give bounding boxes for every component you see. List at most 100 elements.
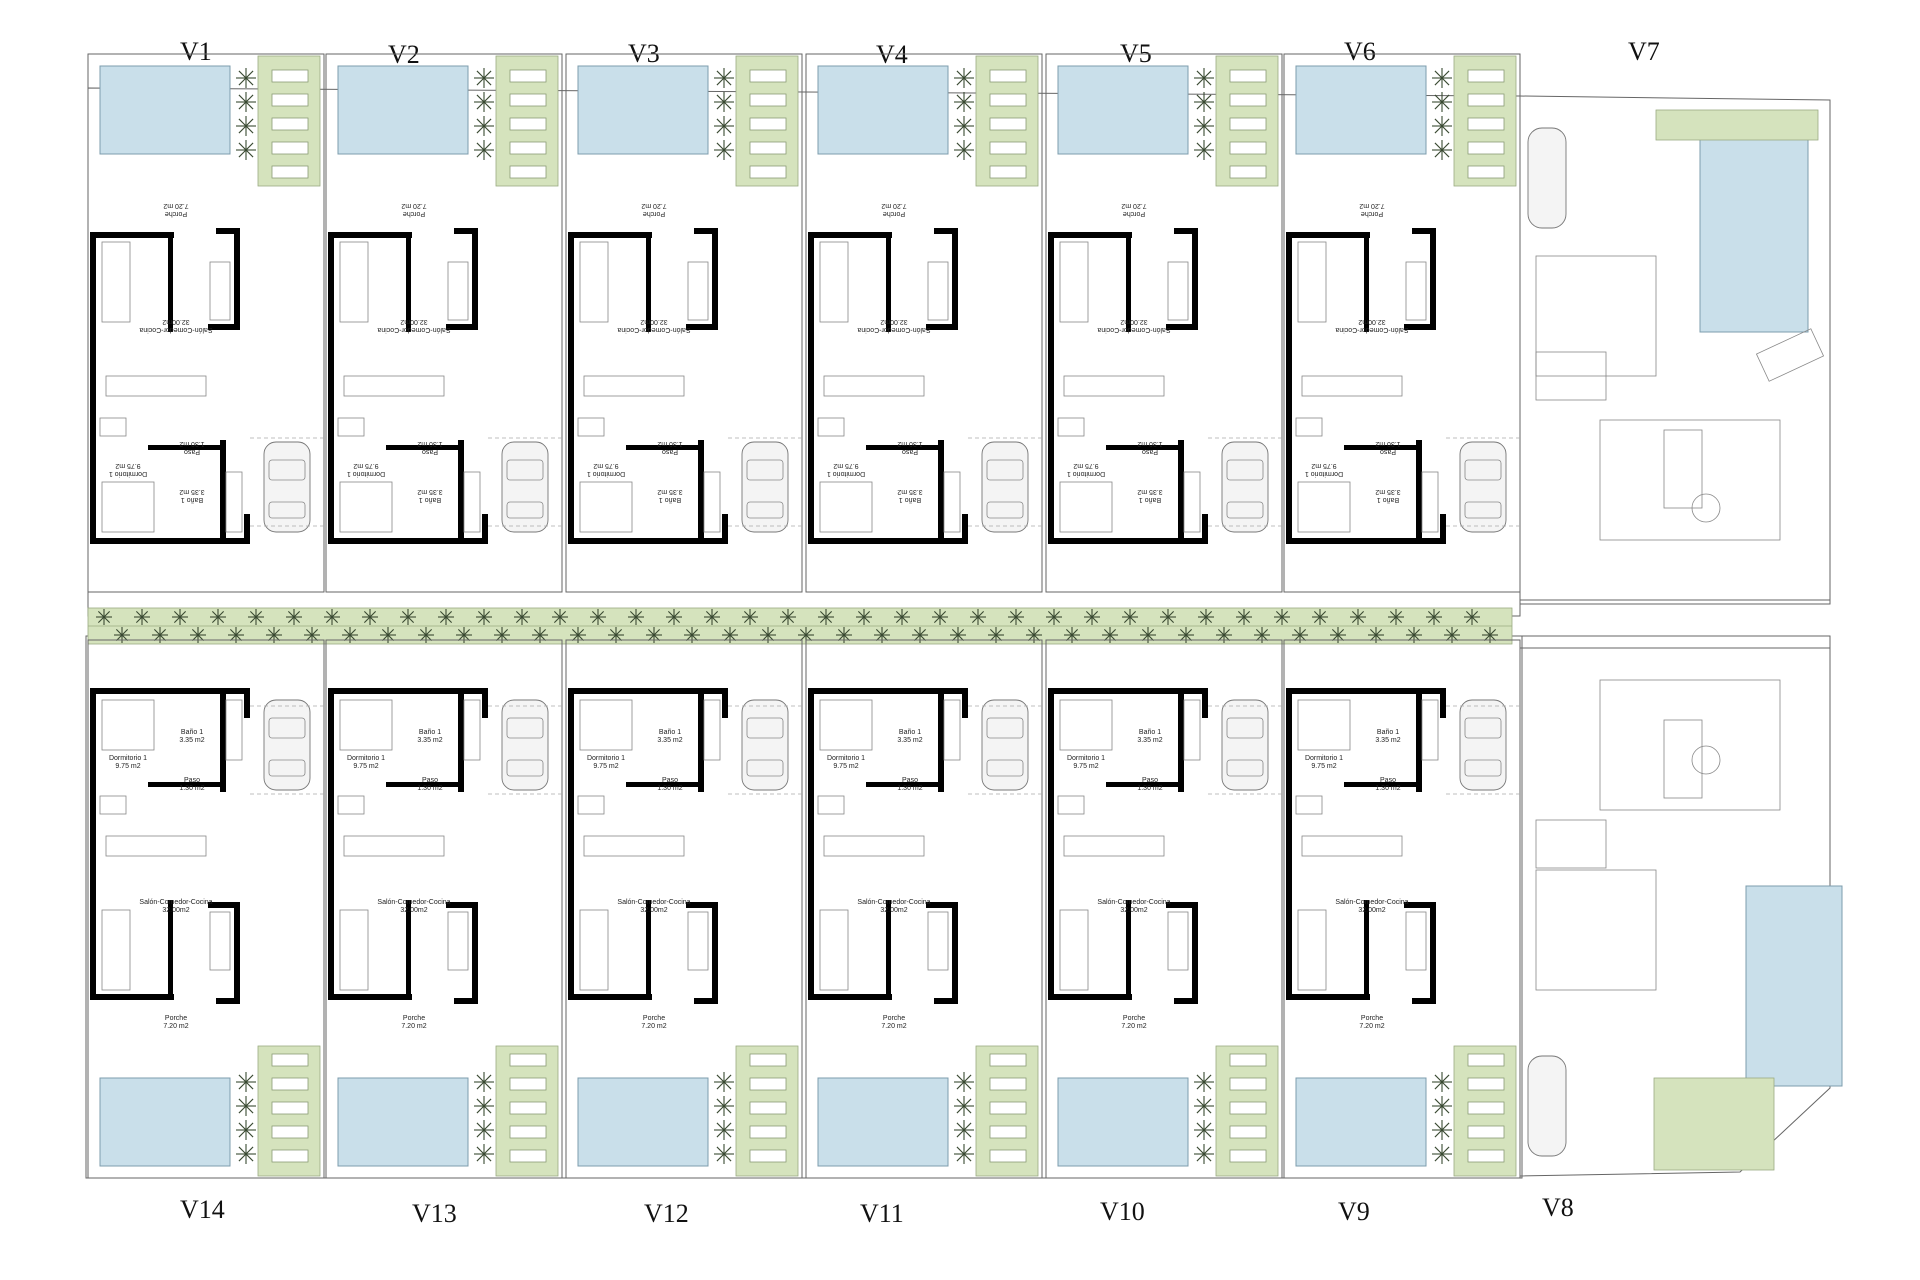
room-label-porche: Porche (883, 1015, 905, 1022)
palm-tree-icon (514, 609, 530, 625)
palm-frond (1441, 118, 1450, 127)
palm-frond (1427, 610, 1435, 618)
room-area-bano: 3.35 m2 (179, 737, 204, 744)
palm-frond (723, 77, 732, 86)
palm-frond (857, 610, 865, 618)
house-wall-stair (482, 514, 488, 544)
car-icon (1527, 127, 1567, 229)
hob-icon (99, 795, 127, 815)
wall-south-east (934, 228, 958, 234)
palm-frond (1141, 628, 1149, 636)
wall-living-east (1364, 900, 1369, 1000)
house-wall-south (328, 232, 412, 238)
palm-tree-icon (714, 116, 734, 136)
wall-corridor (926, 902, 956, 908)
palm-tree-icon (1194, 116, 1214, 136)
room-label-bano: Baño 1 (1377, 729, 1399, 736)
wall-kitchen (386, 782, 464, 787)
palm-tree-icon (1368, 627, 1384, 643)
room-area-salon: 32.00m2 (640, 318, 667, 325)
palm-tree-icon (954, 1072, 974, 1092)
house-wall-south (568, 232, 652, 238)
wall-south-east (1174, 228, 1198, 234)
sofa-icon (1059, 909, 1089, 991)
palm-frond (1441, 94, 1450, 103)
palm-frond (781, 616, 789, 624)
room-label-dormitorio: Dormitorio 1 (109, 755, 147, 762)
palm-tree-icon (1406, 627, 1422, 643)
palm-frond (963, 1105, 972, 1114)
room-area-bano: 3.35 m2 (179, 488, 204, 495)
kitchen-island (823, 835, 925, 857)
paver-stone (509, 1077, 547, 1091)
palm-frond (743, 616, 751, 624)
paver-stone (1467, 1077, 1505, 1091)
palm-tree-icon (954, 1120, 974, 1140)
palm-frond (963, 70, 972, 79)
palm-tree-icon (714, 68, 734, 88)
palm-frond (1205, 610, 1213, 618)
palm-frond (249, 610, 257, 618)
paver-stone (1229, 165, 1267, 179)
car-rear-window (986, 759, 1024, 777)
plot-outline (1045, 53, 1283, 593)
palm-frond (653, 628, 661, 636)
palm-frond (615, 628, 623, 636)
paver-stone (1467, 1053, 1505, 1067)
sofa-icon (339, 909, 369, 991)
paver-stone (271, 165, 309, 179)
palm-frond (217, 616, 225, 624)
car-rear-window (1226, 501, 1264, 519)
room-area-salon: 32.00m2 (1358, 318, 1385, 325)
sofa-icon (1297, 909, 1327, 991)
room-area-bano: 3.35 m2 (657, 488, 682, 495)
house-wall-north (1286, 538, 1446, 544)
room-label-bano: Baño 1 (1139, 496, 1161, 503)
palm-frond (1196, 101, 1205, 110)
sofa-icon (819, 241, 849, 323)
wall-kitchen (866, 782, 944, 787)
palm-frond (1203, 1153, 1212, 1162)
house-wall-stair (1202, 514, 1208, 544)
car-body (263, 441, 311, 533)
wall-kitchen (1344, 782, 1422, 787)
room-label-paso: Paso (1380, 777, 1396, 784)
paver-stone (509, 117, 547, 131)
room-area-salon: 32.00m2 (1358, 907, 1385, 914)
wall-bath (1178, 688, 1184, 792)
palm-frond (1199, 610, 1207, 618)
room-area-salon: 32.00m2 (400, 318, 427, 325)
palm-frond (1196, 1146, 1205, 1155)
house-wall-north (328, 688, 488, 694)
car-windshield (1226, 459, 1264, 481)
wall-bath (1178, 440, 1184, 544)
palm-frond (743, 610, 751, 618)
paver-stone (989, 1149, 1027, 1163)
car-icon (1459, 699, 1507, 791)
palm-frond (1434, 118, 1443, 127)
wall-south-east (216, 998, 240, 1004)
palm-frond (956, 118, 965, 127)
stair-icon (703, 699, 721, 761)
palm-frond (1441, 1153, 1450, 1162)
wall-east (1192, 234, 1198, 330)
palm-frond (255, 610, 263, 618)
room-area-porche: 7.20 m2 (1121, 1023, 1146, 1030)
palm-frond (956, 94, 965, 103)
palm-frond (1203, 1105, 1212, 1114)
kitchen-island (105, 375, 207, 397)
palm-frond (141, 610, 149, 618)
palm-frond (1275, 610, 1283, 618)
house-wall-west (1286, 688, 1292, 998)
palm-frond (1203, 1146, 1212, 1155)
paver-stone (749, 1053, 787, 1067)
palm-tree-icon (714, 1072, 734, 1092)
palm-frond (457, 628, 465, 636)
palm-tree-icon (798, 627, 814, 643)
palm-frond (1445, 628, 1453, 636)
palm-frond (1441, 70, 1450, 79)
bed-icon (1297, 699, 1351, 751)
wall-bath (458, 688, 464, 792)
